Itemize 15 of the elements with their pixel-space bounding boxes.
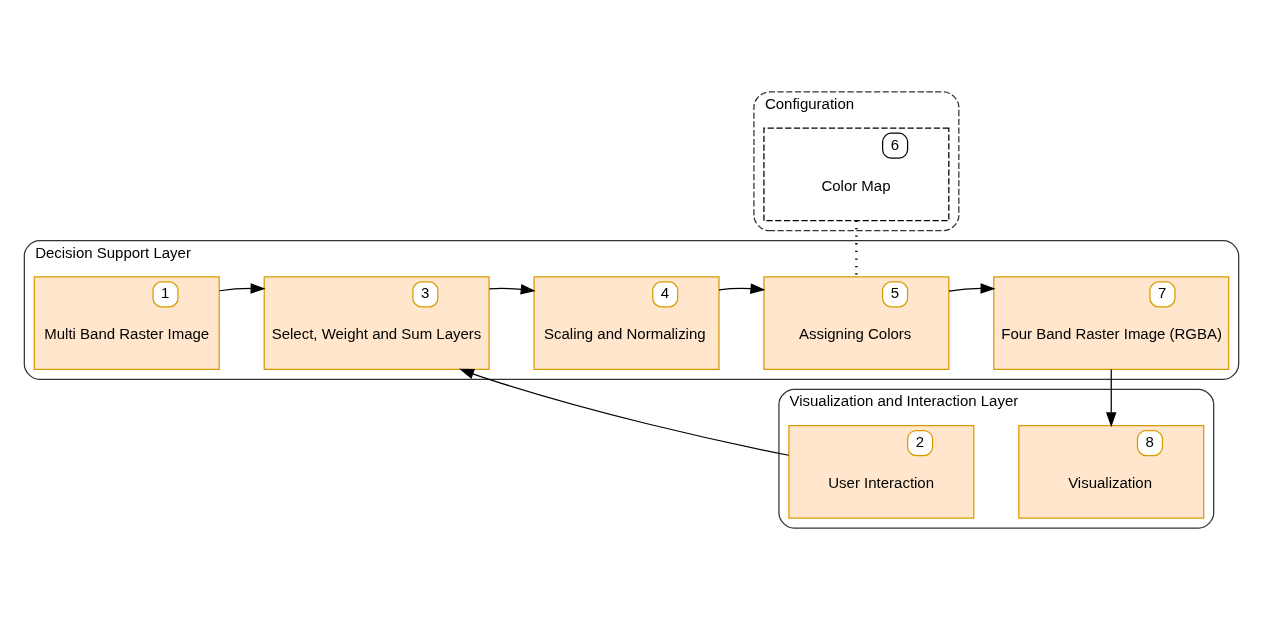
node-box: 2 User Interaction — [788, 424, 975, 519]
node-box: 3 Select, Weight and Sum Layers — [263, 275, 490, 370]
node-box: 5 Assigning Colors — [763, 275, 950, 370]
node-box: 1 Multi Band Raster Image — [33, 275, 220, 370]
node-box: 4 Scaling and Normalizing — [533, 275, 720, 370]
node-box: 8 Visualization — [1018, 424, 1205, 519]
arrow — [218, 282, 266, 294]
arrow — [948, 282, 996, 294]
arrow — [488, 283, 536, 294]
arrow — [1106, 368, 1117, 427]
node-box: 7 Four Band Raster Image (RGBA) — [993, 275, 1230, 370]
node-box: 6 Color Map — [763, 127, 950, 221]
connector — [855, 220, 858, 277]
arrow — [718, 282, 766, 294]
arrow — [459, 368, 790, 456]
